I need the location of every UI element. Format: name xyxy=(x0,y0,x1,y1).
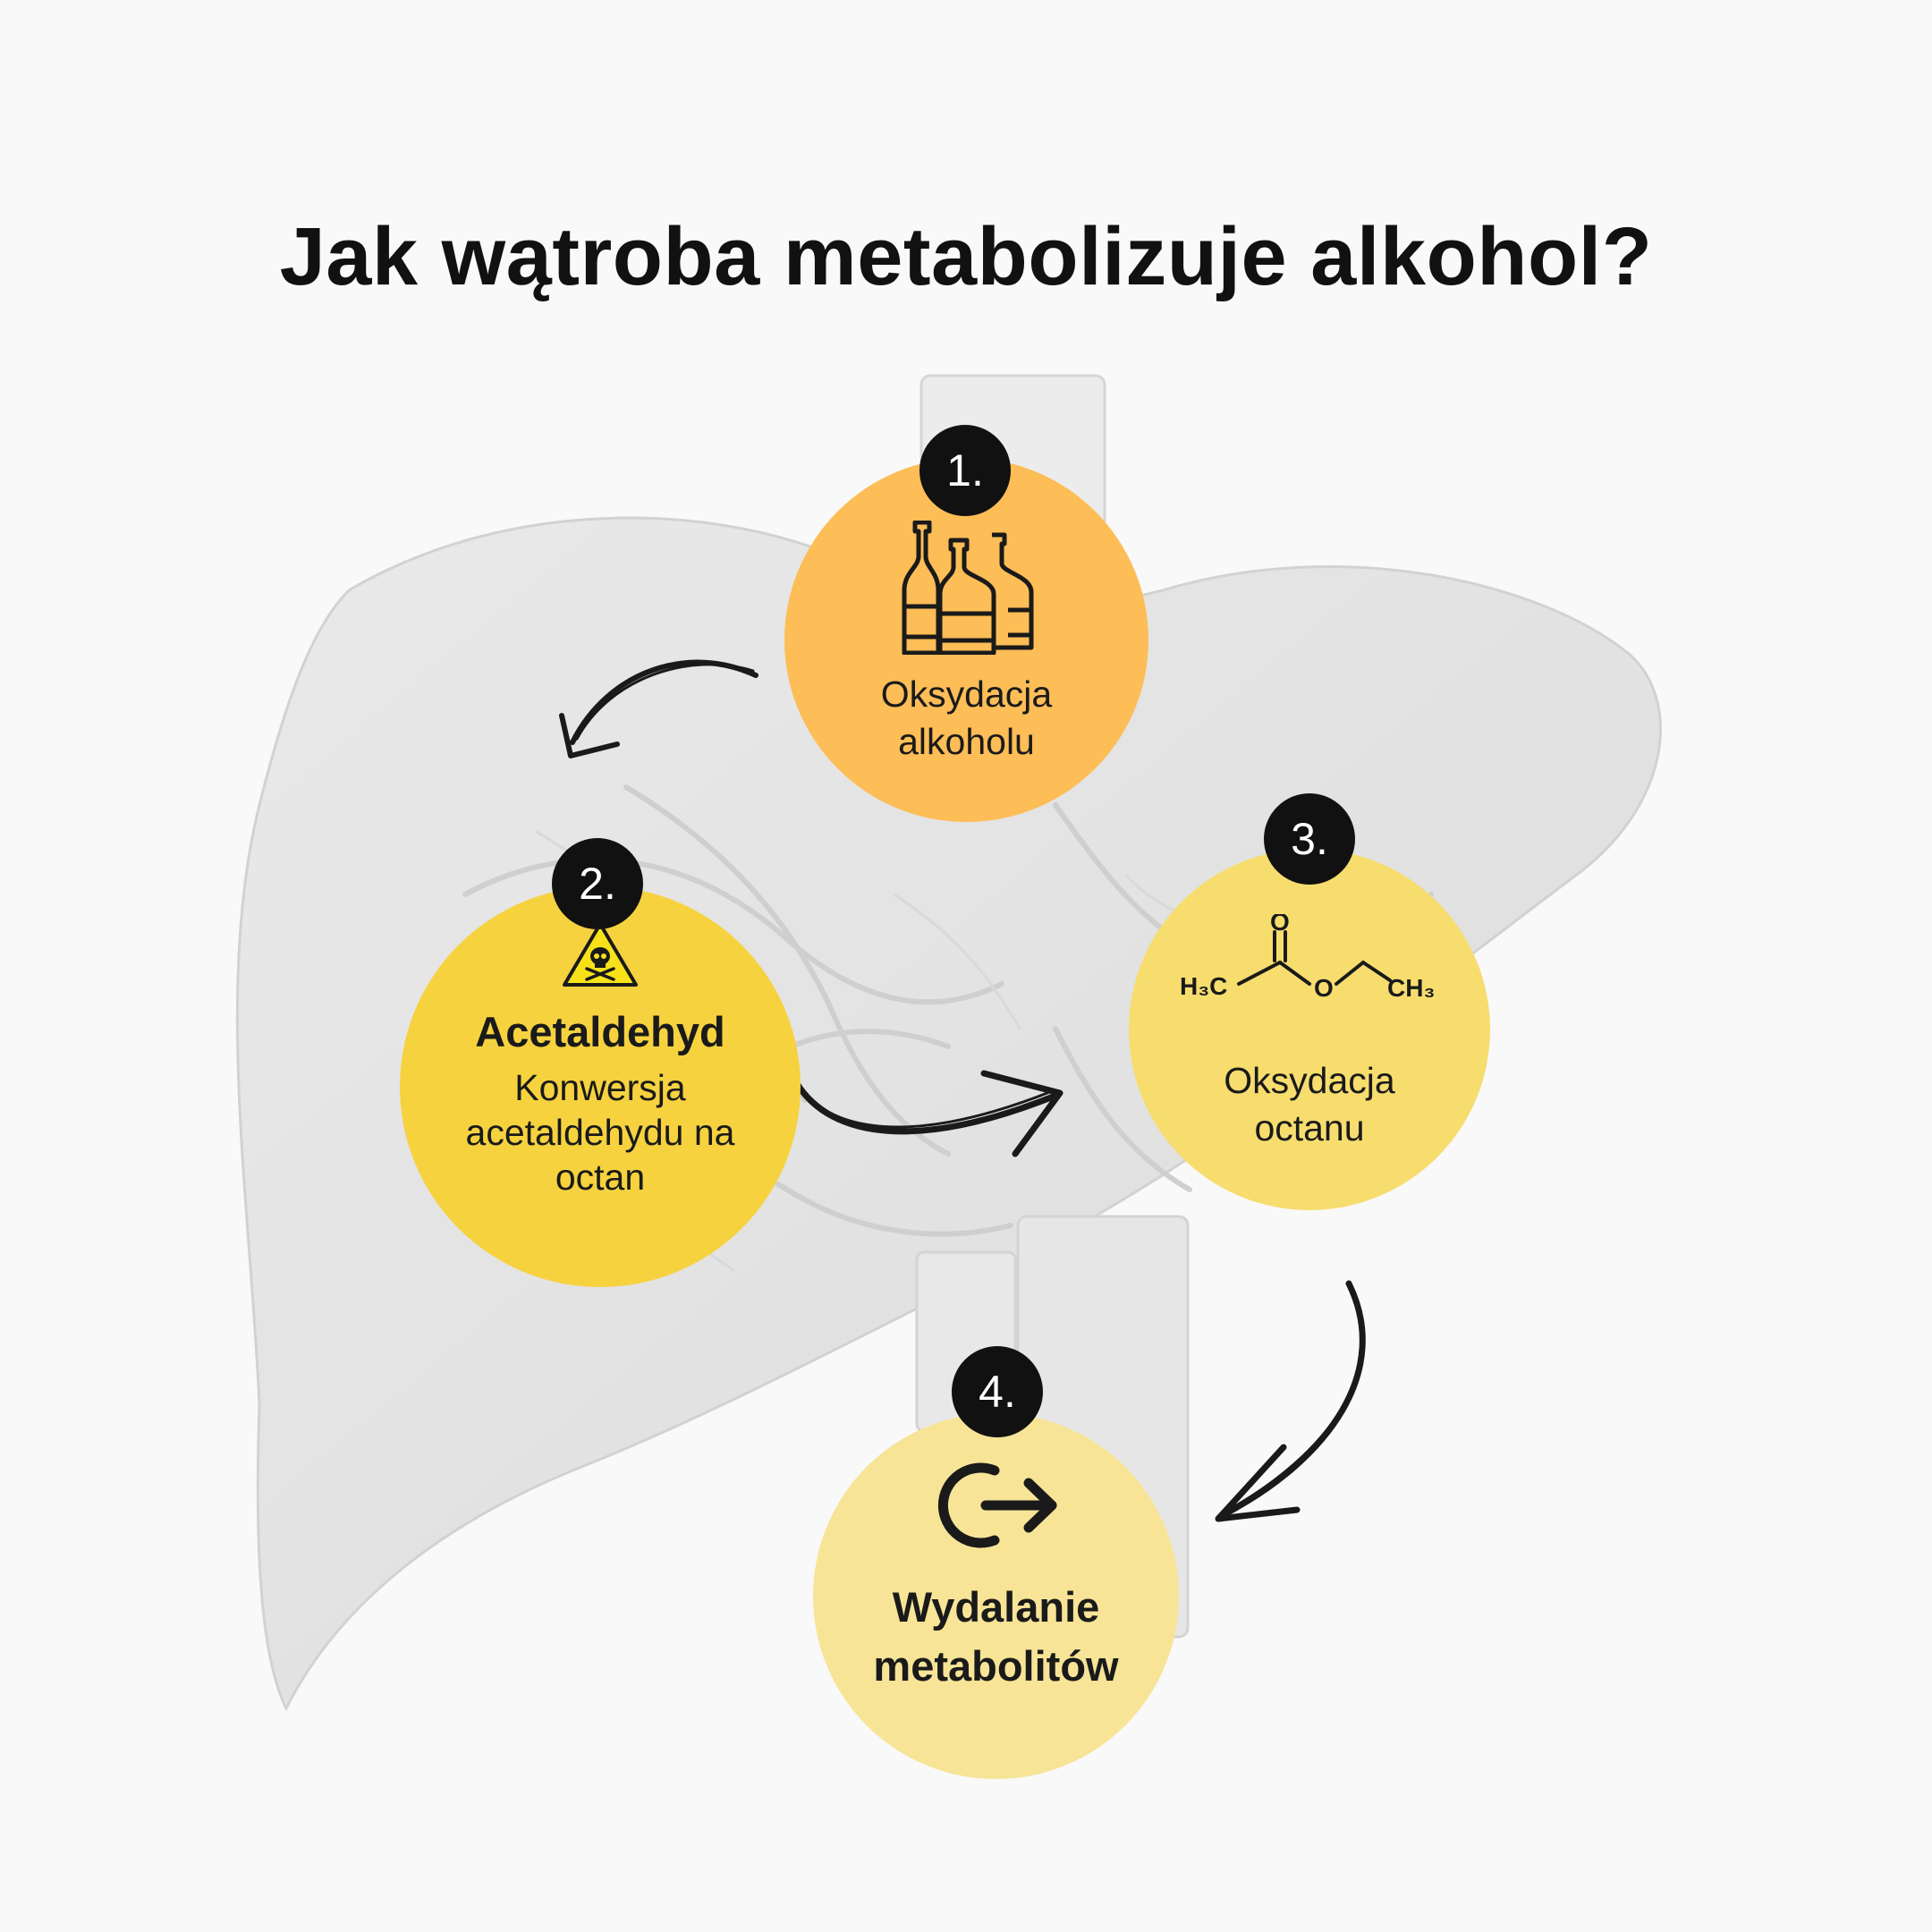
arrow-step2-to-step3 xyxy=(792,1070,1063,1157)
toxic-warning-icon xyxy=(563,922,638,987)
step-2-badge: 2. xyxy=(552,838,643,929)
step-4-excretion: Wydalanie metabolitów xyxy=(813,1413,1179,1779)
alcohol-bottles-icon xyxy=(902,521,1033,655)
step-1-label: Oksydacja alkoholu xyxy=(880,674,1053,763)
arrow-step3-to-step4 xyxy=(1215,1280,1366,1522)
molecule-left-group: H₃C xyxy=(1180,972,1227,1000)
step-4-heading: Wydalanie metabolitów xyxy=(873,1583,1119,1690)
page-title: Jak wątroba metabolizuje alkohol? xyxy=(279,211,1653,302)
molecule-oxygen-top: O xyxy=(1270,914,1290,936)
molecule-oxygen-mid: O xyxy=(1314,974,1334,1002)
step-2-label: Konwersja acetaldehydu na octan xyxy=(465,1067,735,1199)
step-1-alcohol-oxidation: Oksydacja alkoholu xyxy=(784,458,1148,822)
exit-arrow-icon xyxy=(937,1462,1056,1548)
step-3-label: Oksydacja octanu xyxy=(1224,1060,1395,1149)
step-2-acetaldehyde: Acetaldehyd Konwersja acetaldehydu na oc… xyxy=(400,886,801,1287)
step-3-badge: 3. xyxy=(1264,793,1355,885)
step-4-badge: 4. xyxy=(952,1346,1043,1437)
step-1-badge: 1. xyxy=(919,425,1011,516)
molecule-right-group: CH₃ xyxy=(1387,974,1435,1002)
step-2-heading: Acetaldehyd xyxy=(475,1008,725,1055)
ethyl-acetate-molecule-icon: H₃C O O CH₃ xyxy=(1180,914,1435,1002)
step-3-acetate-oxidation: H₃C O O CH₃ Oksydacja octanu xyxy=(1129,849,1490,1210)
arrow-step1-to-step2 xyxy=(559,659,758,758)
